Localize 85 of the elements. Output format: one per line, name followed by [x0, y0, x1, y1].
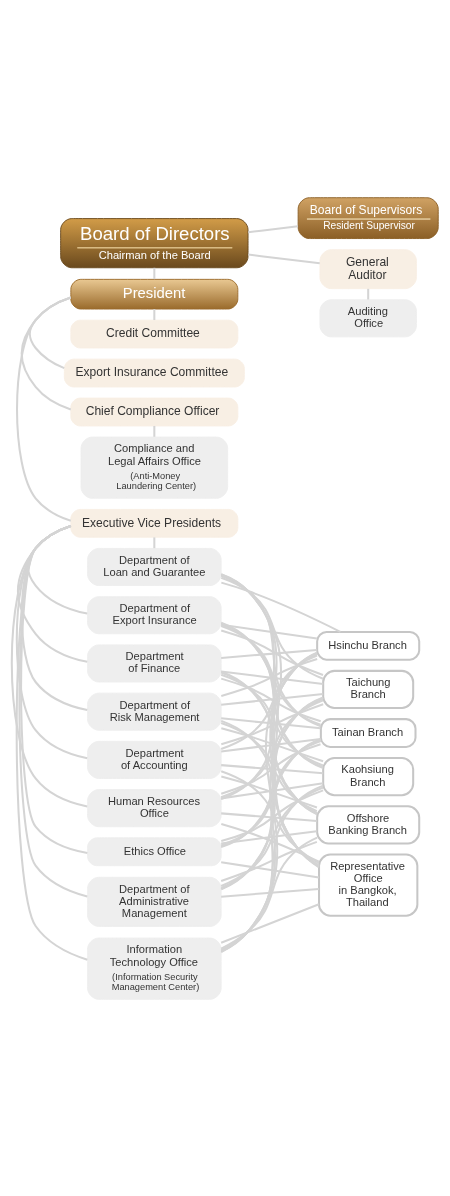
connector — [220, 651, 318, 953]
connector — [220, 573, 318, 815]
connector — [15, 524, 88, 961]
connector — [221, 788, 324, 842]
connector — [220, 573, 324, 769]
connector — [220, 769, 320, 864]
node-box: Department of Accounting — [87, 740, 222, 779]
connector — [220, 840, 318, 882]
connector — [220, 671, 318, 814]
connector — [220, 738, 322, 889]
connector — [221, 763, 324, 774]
connector — [221, 581, 341, 633]
connector — [220, 652, 318, 800]
node-box: Board of Supervisors Resident Supervisor — [297, 196, 439, 239]
node-box: Department of Risk Management — [87, 692, 222, 731]
node-box: Human Resources Office — [87, 788, 222, 827]
connector — [221, 648, 317, 659]
connector — [221, 811, 317, 822]
connector — [221, 726, 324, 762]
connector — [220, 697, 324, 847]
connector — [221, 774, 318, 808]
connector — [221, 781, 324, 799]
connector — [220, 621, 318, 815]
node-box: Compliance and Legal Affairs Office (Anti-Money Laundering Center) — [80, 436, 229, 499]
connector — [220, 677, 322, 722]
node-box: Auditing Office — [319, 298, 417, 337]
connector — [220, 696, 324, 952]
node-box: Kaohsiung Branch — [322, 756, 415, 796]
connector — [220, 836, 318, 949]
connector — [221, 670, 324, 685]
node-box: Representative Office in Bangkok, Thailand — [318, 853, 419, 917]
connector — [220, 786, 324, 887]
node-box: Export Insurance Committee — [63, 358, 245, 387]
node-box: Information Technology Office (Information Security Management Center) — [87, 937, 222, 1000]
connector — [221, 739, 322, 846]
node-box: Credit Committee — [70, 319, 239, 348]
connector — [221, 692, 324, 706]
connector — [220, 574, 322, 727]
connector — [220, 673, 324, 766]
connector — [367, 288, 370, 299]
node-box: Department of Export Insurance — [87, 595, 222, 634]
connector — [220, 721, 318, 812]
connector — [220, 698, 324, 798]
connector — [221, 657, 318, 697]
node-box: Ethics Office — [87, 836, 222, 866]
node-box: Board of Directors Chairman of the Board — [60, 217, 249, 268]
node-box: Department of Loan and Guarantee — [87, 547, 222, 586]
connector — [220, 622, 324, 768]
connector — [248, 224, 299, 233]
node-box: Offshore Banking Branch — [316, 804, 421, 844]
node-box: Chief Compliance Officer — [70, 397, 239, 426]
connector — [220, 902, 320, 944]
node-box: Hsinchu Branch — [316, 630, 421, 661]
connector — [220, 576, 324, 680]
node-box: President — [70, 278, 239, 309]
connector — [153, 267, 156, 279]
connector — [20, 296, 72, 410]
connector — [221, 702, 324, 745]
node-box: Department of Administrative Management — [87, 876, 222, 927]
connector — [220, 719, 320, 866]
connector — [16, 296, 72, 522]
connector — [28, 296, 72, 369]
connector — [153, 536, 156, 548]
node-box: Taichung Branch — [322, 669, 415, 709]
connector — [220, 670, 320, 867]
connector — [221, 860, 320, 879]
node-box: General Auditor — [319, 248, 417, 289]
connector — [153, 425, 156, 437]
connector — [221, 829, 317, 844]
connector — [221, 822, 320, 863]
connector — [221, 716, 321, 729]
connector — [153, 308, 156, 320]
connector — [220, 624, 321, 726]
connector — [220, 572, 320, 868]
connector — [220, 737, 321, 952]
connector — [221, 737, 321, 753]
node-box: Department of Finance — [87, 643, 222, 682]
connector — [220, 628, 324, 676]
connector — [220, 742, 321, 795]
connector — [221, 887, 319, 898]
node-box: Tainan Branch — [319, 717, 417, 748]
connector — [220, 654, 318, 750]
connector — [248, 253, 320, 264]
connector — [220, 784, 324, 951]
node-box: Executive Vice Presidents — [70, 508, 239, 538]
